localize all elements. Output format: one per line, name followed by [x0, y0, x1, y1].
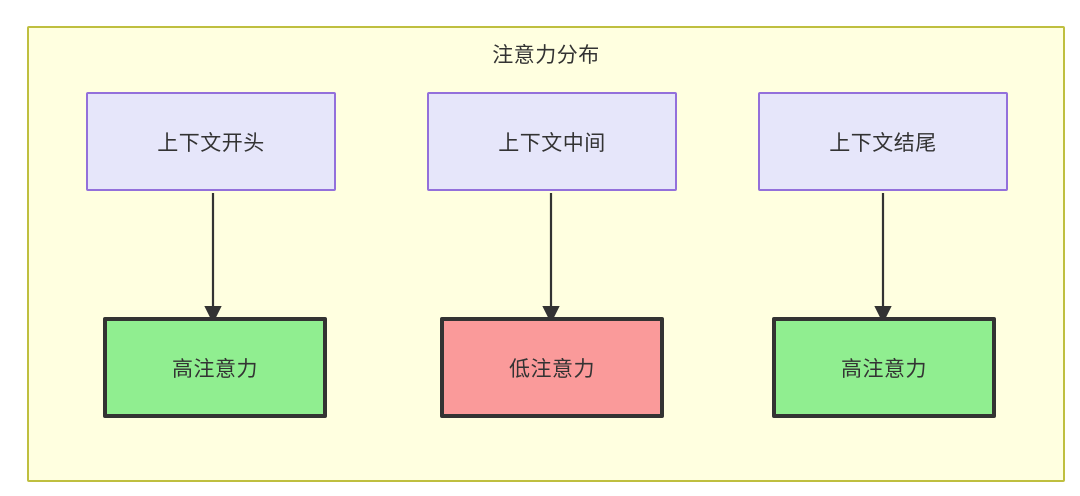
node-context-middle[interactable]: 上下文中间 [427, 92, 677, 191]
subgraph-title: 注意力分布 [492, 44, 600, 67]
node-high-attention-end-label: 高注意力 [841, 357, 927, 381]
node-context-start[interactable]: 上下文开头 [86, 92, 336, 191]
node-low-attention-middle-label: 低注意力 [509, 357, 595, 381]
node-context-middle-label: 上下文中间 [498, 131, 606, 155]
node-context-end-label: 上下文结尾 [829, 131, 937, 155]
node-high-attention-start-label: 高注意力 [172, 357, 258, 381]
node-context-start-label: 上下文开头 [157, 131, 265, 155]
node-context-end[interactable]: 上下文结尾 [758, 92, 1008, 191]
node-low-attention-middle[interactable]: 低注意力 [440, 317, 664, 418]
node-high-attention-start[interactable]: 高注意力 [103, 317, 327, 418]
node-high-attention-end[interactable]: 高注意力 [772, 317, 996, 418]
